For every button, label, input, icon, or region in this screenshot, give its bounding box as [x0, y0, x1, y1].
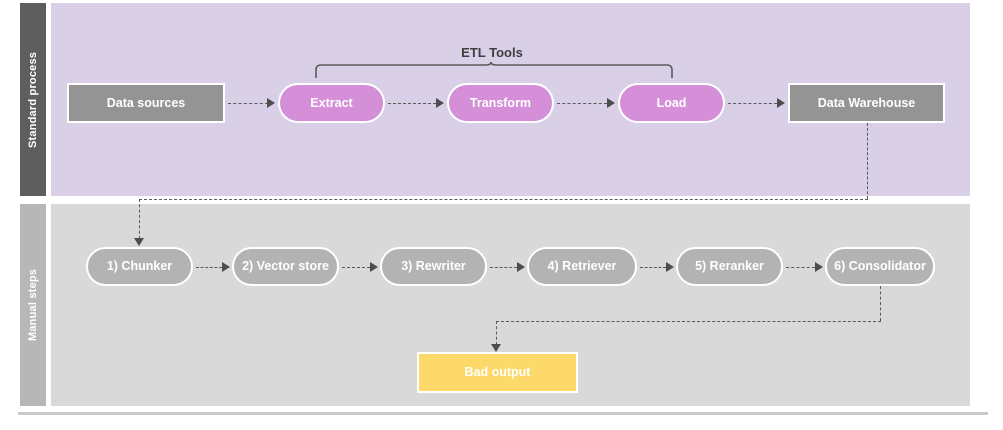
arrowhead-rewriter-to-retriever [517, 262, 525, 272]
etl-tools-label: ETL Tools [461, 45, 523, 60]
edge-load-to-data-warehouse [728, 103, 777, 104]
node-load[interactable]: Load [618, 83, 725, 123]
edge-data-warehouse-down [867, 123, 868, 199]
arrowhead-extract-to-transform [436, 98, 444, 108]
node-vector-store[interactable]: 2) Vector store [232, 247, 339, 286]
edge-transform-to-load [557, 103, 607, 104]
arrowhead-consolidator-to-bad-output [491, 344, 501, 352]
edge-data-warehouse-across [139, 199, 868, 200]
edge-consolidator-across [496, 321, 881, 322]
edge-reranker-to-consolidator [786, 267, 815, 268]
arrowhead-transform-to-load [607, 98, 615, 108]
arrowhead-data-warehouse-to-chunker [134, 238, 144, 246]
edge-data-sources-to-extract [228, 103, 268, 104]
arrowhead-reranker-to-consolidator [815, 262, 823, 272]
node-data-sources[interactable]: Data sources [67, 83, 225, 123]
node-bad-output[interactable]: Bad output [417, 352, 578, 393]
node-chunker[interactable]: 1) Chunker [86, 247, 193, 286]
edge-chunker-to-vector-store [196, 267, 222, 268]
node-data-warehouse[interactable]: Data Warehouse [788, 83, 945, 123]
etl-tools-bracket-icon [315, 62, 673, 78]
arrowhead-data-sources-to-extract [267, 98, 275, 108]
arrowhead-load-to-data-warehouse [777, 98, 785, 108]
arrowhead-vector-store-to-rewriter [370, 262, 378, 272]
node-consolidator[interactable]: 6) Consolidator [825, 247, 935, 286]
swimlane-label-standard-process: Standard process [20, 3, 46, 196]
edge-extract-to-transform [388, 103, 436, 104]
swimlane-label-manual-steps: Manual steps [20, 204, 46, 406]
node-extract[interactable]: Extract [278, 83, 385, 123]
node-retriever[interactable]: 4) Retriever [527, 247, 637, 286]
edge-retriever-to-reranker [640, 267, 666, 268]
bottom-divider [18, 412, 988, 415]
node-rewriter[interactable]: 3) Rewriter [380, 247, 487, 286]
edge-vector-store-to-rewriter [342, 267, 370, 268]
arrowhead-chunker-to-vector-store [222, 262, 230, 272]
edge-data-warehouse-to-chunker [139, 199, 140, 239]
node-transform[interactable]: Transform [447, 83, 554, 123]
node-reranker[interactable]: 5) Reranker [676, 247, 783, 286]
edge-consolidator-to-bad-output [496, 321, 497, 345]
edge-rewriter-to-retriever [490, 267, 517, 268]
arrowhead-retriever-to-reranker [666, 262, 674, 272]
edge-consolidator-down [880, 286, 881, 321]
